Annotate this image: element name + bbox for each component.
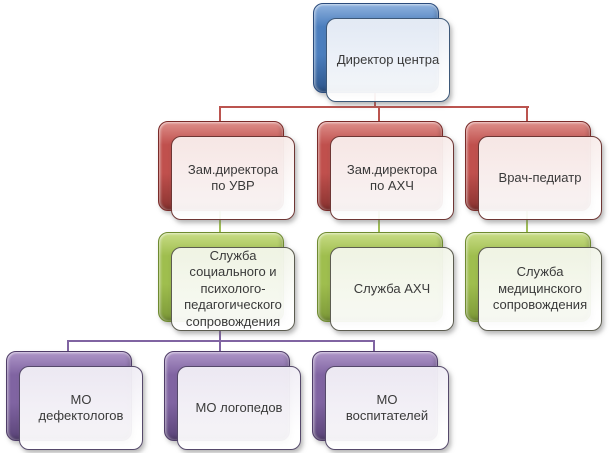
org-node-mo-educators[interactable]: МО воспитателей bbox=[312, 351, 449, 450]
connector-drop-educators bbox=[373, 340, 375, 353]
node-label: Врач-педиатр bbox=[498, 169, 582, 185]
org-node-mo-defectologists[interactable]: МО дефектологов bbox=[6, 351, 143, 450]
node-front-card: МО воспитателей bbox=[325, 366, 449, 450]
connector-drop-pediatrician bbox=[526, 106, 528, 123]
node-label: МО воспитателей bbox=[345, 391, 429, 423]
org-node-mo-logopedists[interactable]: МО логопедов bbox=[164, 351, 301, 450]
connector-level4-horizontal bbox=[67, 340, 375, 342]
node-front-card: Служба медицинского сопровождения bbox=[478, 247, 602, 331]
node-front-card: Зам.директора по АХЧ bbox=[330, 136, 454, 220]
org-node-director[interactable]: Директор центра bbox=[313, 3, 450, 102]
connector-level2-horizontal bbox=[219, 106, 529, 108]
node-front-card: Зам.директора по УВР bbox=[171, 136, 295, 220]
node-front-card: Директор центра bbox=[326, 18, 450, 102]
connector-drop-logopedists bbox=[219, 340, 221, 353]
node-front-card: Врач-педиатр bbox=[478, 136, 602, 220]
org-node-medical-service[interactable]: Служба медицинского сопровождения bbox=[465, 232, 602, 331]
org-node-psych-ped-service[interactable]: Служба социального и психолого- педагоги… bbox=[158, 232, 295, 331]
org-node-deputy-ahch[interactable]: Зам.директора по АХЧ bbox=[317, 121, 454, 220]
node-label: Служба социального и психолого- педагоги… bbox=[184, 248, 282, 329]
connector-drop-deputy-ahch bbox=[378, 106, 380, 123]
node-label: МО логопедов bbox=[195, 399, 283, 415]
connector-psych-service-stem bbox=[219, 330, 221, 342]
connector-drop-defectologists bbox=[67, 340, 69, 353]
org-node-ahch-service[interactable]: Служба АХЧ bbox=[317, 232, 454, 331]
connector-drop-deputy-uvr bbox=[219, 106, 221, 123]
node-front-card: МО дефектологов bbox=[19, 366, 143, 450]
node-label: Зам.директора по УВР bbox=[187, 161, 279, 193]
node-label: Служба АХЧ bbox=[353, 280, 431, 296]
node-label: Зам.директора по АХЧ bbox=[346, 161, 438, 193]
node-label: МО дефектологов bbox=[38, 391, 124, 423]
node-label: Служба медицинского сопровождения bbox=[492, 264, 588, 313]
node-front-card: Служба АХЧ bbox=[330, 247, 454, 331]
node-front-card: Служба социального и психолого- педагоги… bbox=[171, 247, 295, 331]
org-node-deputy-uvr[interactable]: Зам.директора по УВР bbox=[158, 121, 295, 220]
org-node-pediatrician[interactable]: Врач-педиатр bbox=[465, 121, 602, 220]
node-label: Директор центра bbox=[336, 51, 440, 67]
node-front-card: МО логопедов bbox=[177, 366, 301, 450]
